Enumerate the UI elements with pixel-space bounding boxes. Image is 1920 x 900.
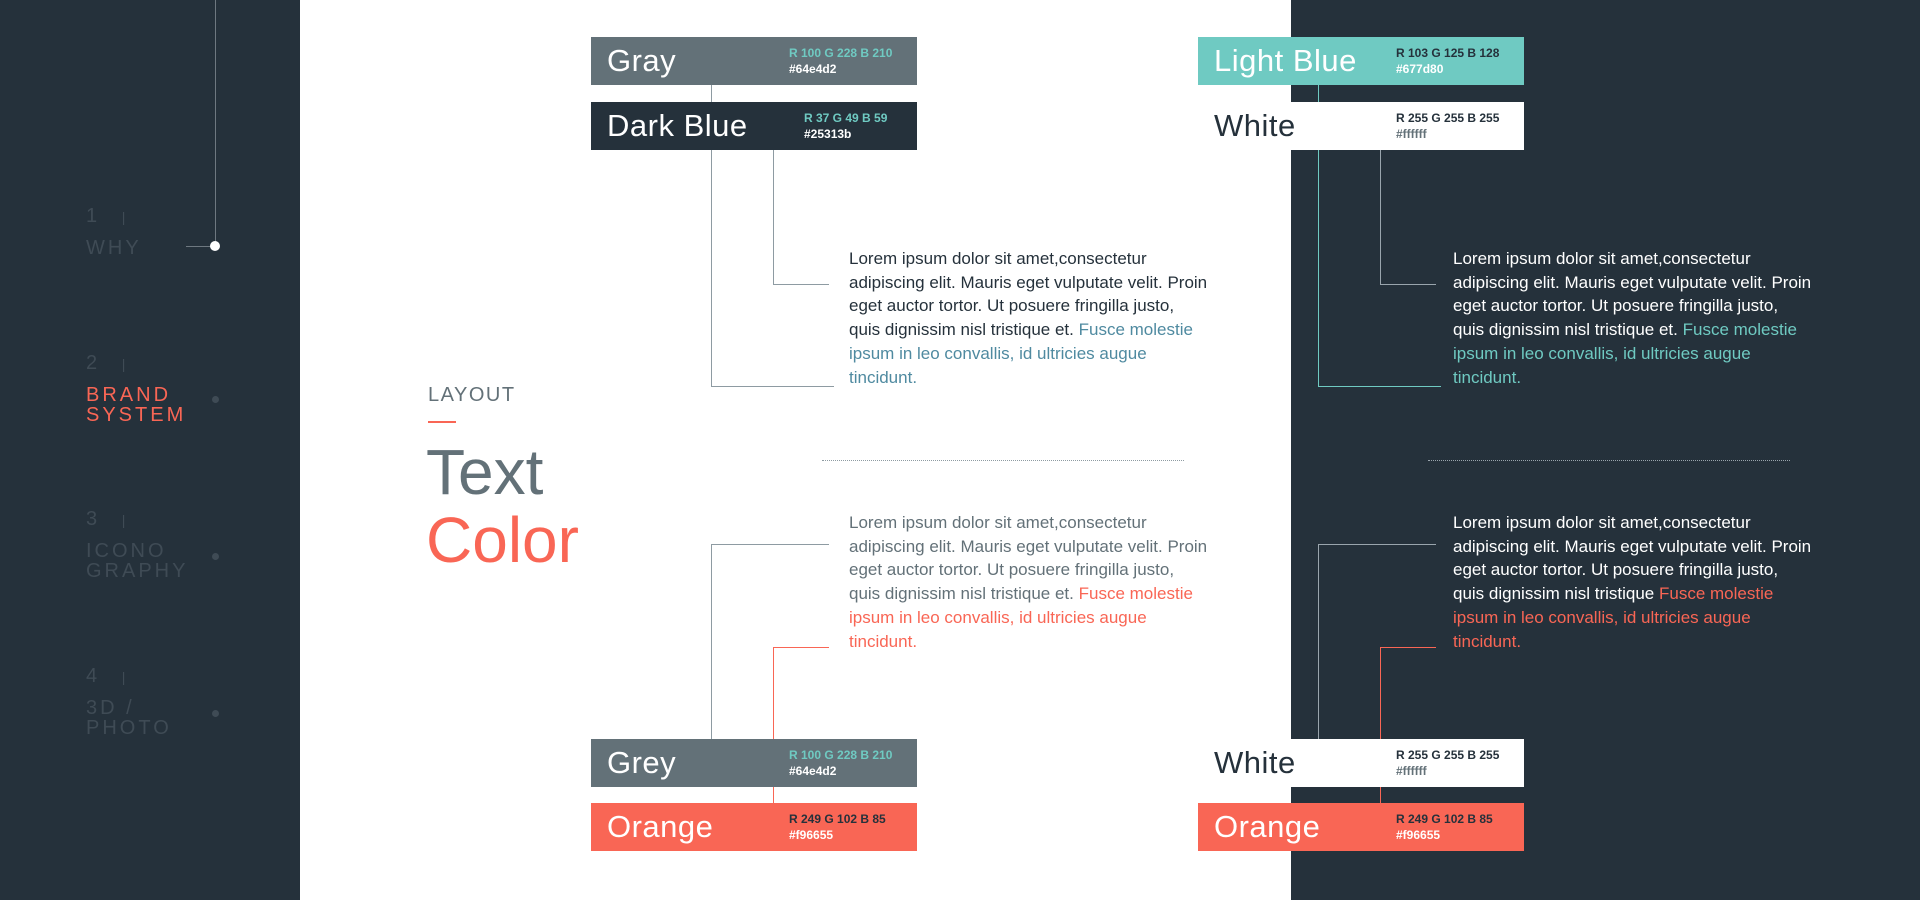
nav-item-number: 3 | — [86, 508, 128, 530]
swatch-name: Grey — [607, 745, 677, 780]
swatch-rgb: R 100 G 228 B 210 — [789, 46, 893, 60]
connector-line — [1318, 544, 1436, 545]
nav-progress-connector — [186, 246, 215, 247]
swatch-name: Orange — [607, 809, 714, 844]
nav-dot[interactable] — [212, 396, 219, 403]
connector-line — [711, 544, 712, 739]
swatch-rgb: R 100 G 228 B 210 — [789, 748, 893, 762]
nav-item-label: WHY — [86, 237, 142, 259]
swatch-name: Gray — [607, 43, 677, 78]
connector-line — [711, 386, 834, 387]
swatch-white: White R 255 G 255 B 255 #ffffff — [1198, 739, 1524, 787]
text-sample-right-bottom: Lorem ipsum dolor sit amet,consectetur a… — [1453, 511, 1813, 653]
nav-active-dot — [210, 241, 220, 251]
section-rule — [428, 421, 456, 423]
swatch-rgb: R 249 G 102 B 85 — [789, 812, 886, 826]
section-label: LAYOUT — [428, 384, 516, 406]
swatch-dark-blue: Dark Blue R 37 G 49 B 59 #25313b — [591, 102, 917, 150]
nav-item-label-line1: ICONO — [86, 540, 167, 562]
text-sample-left-top: Lorem ipsum dolor sit amet,consectetur a… — [849, 247, 1209, 389]
text-sample-body: Lorem ipsum dolor sit amet,consectetur a… — [1453, 513, 1812, 604]
text-sample-highlight: Fusce molestie ipsum in leo convallis, i… — [1453, 320, 1797, 387]
swatch-rgb: R 249 G 102 B 85 — [1396, 812, 1493, 826]
nav-item-3d-photo[interactable]: 4 | 3D / PHOTO — [86, 665, 172, 738]
connector-line — [711, 85, 712, 387]
swatch-name: Dark Blue — [607, 108, 748, 143]
swatch-codes: R 249 G 102 B 85 #f96655 — [1396, 811, 1524, 843]
swatch-rgb: R 37 G 49 B 59 — [804, 111, 888, 125]
swatch-hex: #64e4d2 — [789, 62, 837, 76]
nav-progress-line — [215, 0, 216, 246]
nav-dot[interactable] — [212, 553, 219, 560]
nav-item-number: 4 | — [86, 665, 128, 687]
text-sample-left-bottom: Lorem ipsum dolor sit amet,consectetur a… — [849, 511, 1209, 653]
swatch-hex: #f96655 — [789, 828, 834, 842]
nav-item-brand-system[interactable]: 2 | BRAND SYSTEM — [86, 352, 186, 425]
nav-item-label-line1: 3D / — [86, 697, 135, 719]
text-sample-right-top: Lorem ipsum dolor sit amet,consectetur a… — [1453, 247, 1813, 389]
swatch-codes: R 37 G 49 B 59 #25313b — [804, 110, 917, 142]
nav-item-iconography[interactable]: 3 | ICONO GRAPHY — [86, 508, 188, 581]
swatch-name: Light Blue — [1214, 43, 1357, 78]
swatch-codes: R 100 G 228 B 210 #64e4d2 — [789, 45, 917, 77]
connector-line-teal — [1318, 386, 1441, 387]
text-sample-body: Lorem ipsum dolor sit amet,consectetur a… — [849, 513, 1208, 604]
swatch-name: Orange — [1214, 809, 1321, 844]
swatch-hex: #ffffff — [1396, 127, 1427, 141]
nav-dot[interactable] — [212, 710, 219, 717]
nav-item-number: 1 | — [86, 205, 128, 227]
swatch-rgb: R 255 G 255 B 255 — [1396, 748, 1500, 762]
title-color: Color — [426, 504, 579, 576]
dotted-divider — [822, 460, 1184, 461]
text-sample-body: Lorem ipsum dolor sit amet,consectetur a… — [1453, 249, 1812, 340]
nav-item-number: 2 | — [86, 352, 128, 374]
swatch-rgb: R 255 G 255 B 255 — [1396, 111, 1500, 125]
connector-line — [1318, 544, 1319, 739]
text-sample-highlight: Fusce molestie ipsum in leo convallis, i… — [849, 584, 1193, 651]
swatch-name: White — [1214, 745, 1296, 780]
swatch-codes: R 100 G 228 B 210 #64e4d2 — [789, 747, 917, 779]
swatch-orange: Orange R 249 G 102 B 85 #f96655 — [1198, 803, 1524, 851]
swatch-hex: #ffffff — [1396, 764, 1427, 778]
connector-line-teal — [1318, 85, 1319, 387]
nav-item-label-line2: GRAPHY — [86, 560, 189, 582]
connector-line — [711, 544, 829, 545]
text-sample-highlight: Fusce molestie ipsum in leo convallis, i… — [1453, 584, 1774, 651]
connector-line-orange — [1380, 647, 1381, 803]
text-sample-highlight: Fusce molestie ipsum in leo convallis, i… — [849, 320, 1193, 387]
connector-line — [1380, 150, 1381, 285]
swatch-orange: Orange R 249 G 102 B 85 #f96655 — [591, 803, 917, 851]
title-text: Text — [426, 436, 544, 508]
sidebar — [0, 0, 300, 900]
swatch-gray: Gray R 100 G 228 B 210 #64e4d2 — [591, 37, 917, 85]
swatch-light-blue: Light Blue R 103 G 125 B 128 #677d80 — [1198, 37, 1524, 85]
nav-item-label-line2: PHOTO — [86, 717, 172, 739]
swatch-grey: Grey R 100 G 228 B 210 #64e4d2 — [591, 739, 917, 787]
swatch-codes: R 255 G 255 B 255 #ffffff — [1396, 747, 1524, 779]
connector-line — [773, 150, 774, 285]
swatch-codes: R 103 G 125 B 128 #677d80 — [1396, 45, 1524, 77]
connector-line-orange — [773, 647, 774, 803]
swatch-rgb: R 103 G 125 B 128 — [1396, 46, 1500, 60]
connector-line-orange — [773, 647, 829, 648]
swatch-white: White R 255 G 255 B 255 #ffffff — [1198, 102, 1524, 150]
swatch-name: White — [1214, 108, 1296, 143]
swatch-codes: R 249 G 102 B 85 #f96655 — [789, 811, 917, 843]
connector-line — [773, 284, 829, 285]
connector-line — [1380, 284, 1436, 285]
nav-item-why[interactable]: 1 | WHY — [86, 205, 142, 258]
swatch-hex: #25313b — [804, 127, 852, 141]
connector-line-orange — [1380, 647, 1436, 648]
swatch-hex: #677d80 — [1396, 62, 1444, 76]
nav-item-label-line2: SYSTEM — [86, 404, 187, 426]
swatch-codes: R 255 G 255 B 255 #ffffff — [1396, 110, 1524, 142]
swatch-hex: #64e4d2 — [789, 764, 837, 778]
nav-item-label-line1: BRAND — [86, 384, 172, 406]
swatch-hex: #f96655 — [1396, 828, 1441, 842]
text-sample-body: Lorem ipsum dolor sit amet,consectetur a… — [849, 249, 1208, 340]
dotted-divider — [1428, 460, 1790, 461]
